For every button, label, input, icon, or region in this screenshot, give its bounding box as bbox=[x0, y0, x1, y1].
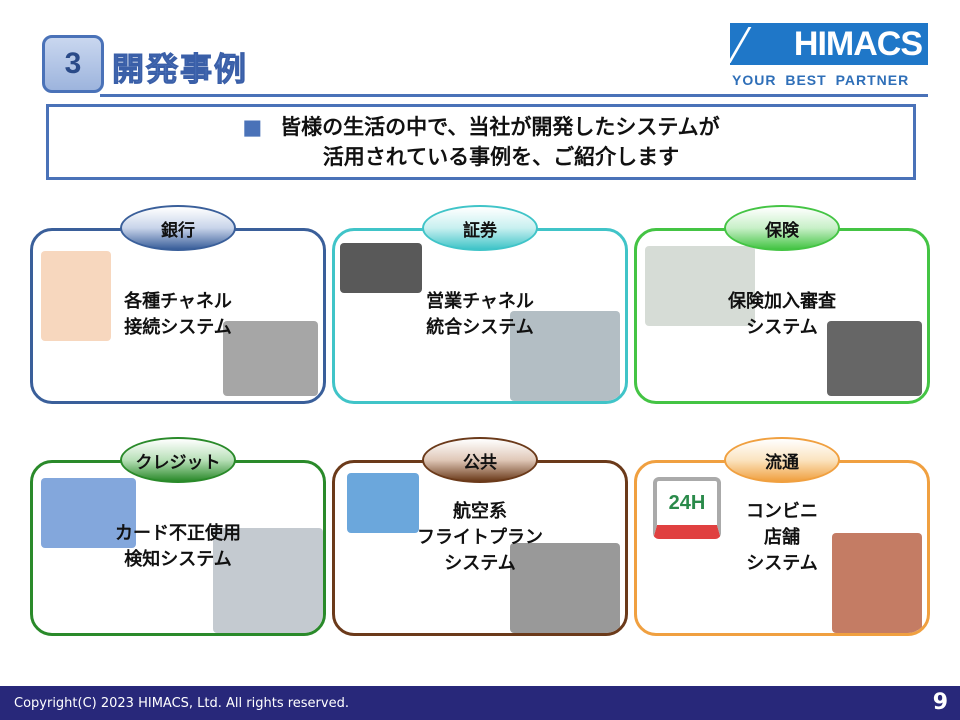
card-securities: 営業チャネル統合システム bbox=[332, 228, 628, 404]
category-label-distribution: 流通 bbox=[724, 437, 840, 483]
card-description: コンビニ店舗システム bbox=[697, 499, 867, 577]
description-line: 各種チャネル bbox=[124, 291, 232, 312]
category-label-securities: 証券 bbox=[422, 205, 538, 251]
description-line: 接続システム bbox=[124, 317, 232, 338]
bullet-icon: ■ bbox=[242, 115, 263, 139]
securities-photo bbox=[340, 243, 422, 293]
footer: Copyright(C) 2023 HIMACS, Ltd. All right… bbox=[0, 686, 960, 720]
description-line: 検知システム bbox=[124, 549, 232, 570]
copyright: Copyright(C) 2023 HIMACS, Ltd. All right… bbox=[14, 695, 349, 711]
page-number: 9 bbox=[932, 690, 948, 715]
description-line: フライトプラン bbox=[417, 527, 543, 548]
card-credit: カード不正使用検知システム bbox=[30, 460, 326, 636]
bank-photo bbox=[41, 251, 111, 341]
securities-photo bbox=[510, 311, 620, 401]
card-description: 保険加入審査システム bbox=[697, 289, 867, 341]
category-label-insurance: 保険 bbox=[724, 205, 840, 251]
category-label-public: 公共 bbox=[422, 437, 538, 483]
title-divider bbox=[100, 94, 928, 97]
card-insurance: 保険加入審査システム bbox=[634, 228, 930, 404]
insurance-photo bbox=[827, 321, 922, 396]
card-description: 航空系フライトプランシステム bbox=[395, 499, 565, 577]
credit-photo bbox=[213, 528, 323, 633]
card-description: カード不正使用検知システム bbox=[93, 521, 263, 573]
category-label-credit: クレジット bbox=[120, 437, 236, 483]
intro-banner: ■ 皆様の生活の中で、当社が開発したシステムが 活用されている事例を、ご紹介します bbox=[46, 104, 916, 180]
public-photo bbox=[347, 473, 419, 533]
credit-photo bbox=[41, 478, 136, 548]
description-line: システム bbox=[444, 553, 516, 574]
distribution-photo bbox=[832, 533, 922, 633]
banner-line-2: 活用されている事例を、ご紹介します bbox=[322, 145, 680, 169]
description-line: コンビニ bbox=[746, 501, 818, 522]
24h-sign-icon: 24H bbox=[653, 477, 721, 539]
description-line: システム bbox=[746, 553, 818, 574]
description-line: 統合システム bbox=[426, 317, 534, 338]
bank-photo bbox=[223, 321, 318, 396]
section-number: 3 bbox=[42, 35, 104, 93]
card-description: 各種チャネル接続システム bbox=[93, 289, 263, 341]
card-public: 航空系フライトプランシステム bbox=[332, 460, 628, 636]
page-title: 開発事例 bbox=[111, 50, 249, 89]
description-line: カード不正使用 bbox=[115, 523, 241, 544]
public-photo bbox=[510, 543, 620, 633]
description-line: システム bbox=[746, 317, 818, 338]
himacs-logo: HIMACS bbox=[730, 23, 928, 65]
description-line: 営業チャネル bbox=[426, 291, 534, 312]
banner-line-1: 皆様の生活の中で、当社が開発したシステムが bbox=[280, 115, 720, 139]
description-line: 店舗 bbox=[764, 527, 800, 548]
category-label-bank: 銀行 bbox=[120, 205, 236, 251]
card-description: 営業チャネル統合システム bbox=[395, 289, 565, 341]
description-line: 保険加入審査 bbox=[728, 291, 836, 312]
insurance-photo bbox=[645, 246, 755, 326]
card-bank: 各種チャネル接続システム bbox=[30, 228, 326, 404]
logo-tagline: YOUR BEST PARTNER bbox=[732, 72, 910, 88]
description-line: 航空系 bbox=[453, 501, 507, 522]
